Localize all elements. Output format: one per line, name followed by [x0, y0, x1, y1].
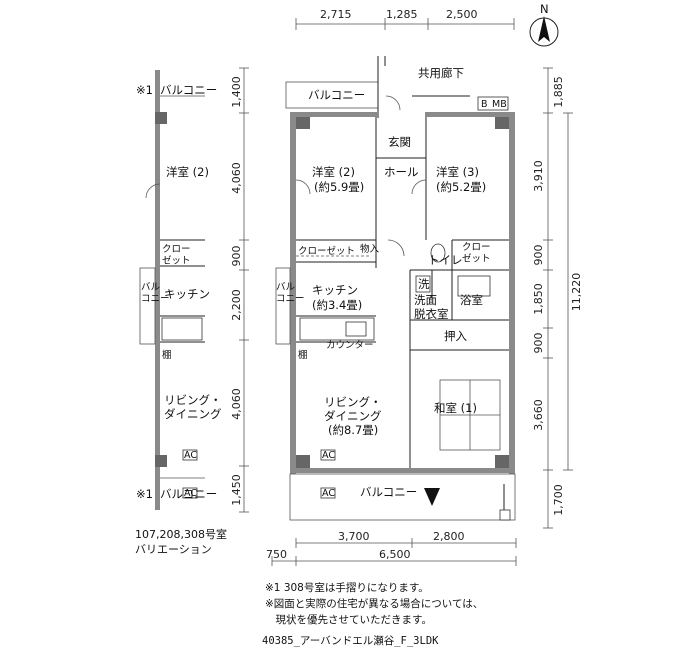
bottom-dim-total: 6,500	[379, 548, 411, 561]
western3-label: 洋室 (3)	[436, 165, 479, 179]
right-dim-2: 3,910	[532, 160, 545, 192]
var-ac-label-2: AC	[184, 488, 197, 499]
western2-label: 洋室 (2)	[312, 165, 355, 179]
right-dim-1: 1,885	[552, 76, 565, 108]
living-label: リビング・ダイニング	[324, 395, 382, 423]
right-dim-7: 1,700	[552, 484, 565, 516]
living-size: (約8.7畳)	[328, 423, 378, 437]
var-note-mark-top: ※1	[136, 83, 153, 97]
var-balcony-bottom: バルコニー	[160, 487, 217, 501]
plan-id-footer: 40385_アーバンドエル瀬谷_F_3LDK	[262, 635, 439, 647]
mb-label: MB	[492, 99, 507, 110]
hall-label: ホール	[384, 165, 419, 179]
genkan-label: 玄関	[388, 135, 411, 149]
right-dim-6: 3,660	[532, 399, 545, 431]
top-dimension-line: 2,715 1,285 2,500	[295, 8, 515, 30]
bottom-dimension-lines: 3,700 2,800 750 6,500	[266, 530, 517, 566]
var-shelf-label: 棚	[162, 349, 172, 361]
bottom-balcony-label: バルコニー	[360, 485, 417, 499]
closet2-label: クローゼット	[462, 242, 491, 264]
note-1: ※1 308号室は手摺りになります。	[265, 582, 429, 594]
mid-dim-1: 1,400	[230, 76, 243, 108]
ac-label-1: AC	[322, 450, 335, 461]
side-balcony-label: バルコニー	[276, 282, 305, 304]
var-side-balcony-label: バルコニー	[141, 282, 170, 304]
mid-dim-3: 900	[230, 246, 243, 267]
oshiire-label: 押入	[444, 329, 467, 343]
washitsu-label: 和室 (1)	[434, 401, 477, 415]
right-dimension-lines: 1,885 3,910 900 1,850 900 3,660 1,700 11…	[532, 67, 583, 529]
var-balcony-top: バルコニー	[160, 83, 217, 97]
compass-label: N	[540, 2, 549, 16]
bath-label: 浴室	[460, 293, 483, 307]
b-label: B	[481, 99, 488, 110]
mid-dim-2: 4,060	[230, 162, 243, 194]
bottom-dim-2: 2,800	[433, 530, 465, 543]
var-closet-label: クローゼット	[162, 244, 191, 266]
western3-size: (約5.2畳)	[436, 180, 486, 194]
right-dim-4: 1,850	[532, 283, 545, 315]
kitchen-label: キッチン	[312, 283, 358, 297]
top-dim-1: 2,715	[320, 8, 352, 21]
variation-caption-line2: バリエーション	[135, 543, 212, 556]
mid-dim-4: 2,200	[230, 289, 243, 321]
kitchen-size: (約3.4畳)	[312, 298, 362, 312]
counter-label: カウンター	[326, 340, 374, 351]
var-western2-label: 洋室 (2)	[166, 165, 209, 179]
closet-label: クローゼット	[298, 245, 355, 257]
main-floor-plan: 共用廊下 バルコニー B MB	[275, 56, 516, 521]
var-note-mark-bottom: ※1	[136, 487, 153, 501]
corridor-label: 共用廊下	[418, 66, 464, 80]
top-dim-2: 1,285	[386, 8, 418, 21]
mid-dim-5: 4,060	[230, 388, 243, 420]
mid-dim-6: 1,450	[230, 474, 243, 506]
balcony-direction-icon	[424, 488, 440, 506]
variation-caption: 107,208,308号室 バリエーション	[135, 527, 227, 557]
right-dim-total: 11,220	[570, 273, 583, 312]
bottom-dim-1: 3,700	[338, 530, 370, 543]
notes: ※1 308号室は手摺りになります。 ※図面と実際の住宅が異なる場合については、…	[265, 580, 483, 628]
storage-label: 物入	[360, 243, 380, 255]
variation-caption-line1: 107,208,308号室	[135, 528, 227, 541]
washroom-label: 洗面脱衣室	[414, 293, 449, 321]
var-ac-label-1: AC	[184, 450, 197, 461]
variation-floor-plan: ※1 バルコニー 洋室 (2) クローゼット キッチン バルコニー 棚 リビング…	[136, 70, 222, 510]
var-kitchen-label: キッチン	[164, 287, 210, 301]
wash-mark-label: 洗	[418, 277, 430, 291]
top-balcony-label: バルコニー	[308, 88, 365, 102]
middle-dimension-line: 1,400 4,060 900 2,200 4,060 1,450	[230, 67, 249, 513]
bottom-dim-offset: 750	[266, 548, 287, 561]
right-dim-5: 900	[532, 333, 545, 354]
ac-label-2: AC	[322, 488, 335, 499]
north-compass-icon: N	[529, 2, 559, 47]
top-dim-3: 2,500	[446, 8, 478, 21]
note-2: ※図面と実際の住宅が異なる場合については、	[265, 598, 484, 610]
var-living-label: リビング・ダイニング	[164, 393, 222, 421]
western2-size: (約5.9畳)	[314, 180, 364, 194]
right-dim-3: 900	[532, 245, 545, 266]
toilet-label: トイレ	[428, 253, 463, 267]
note-3: 現状を優先させていただきます。	[265, 614, 432, 626]
shelf-label: 棚	[298, 349, 308, 361]
